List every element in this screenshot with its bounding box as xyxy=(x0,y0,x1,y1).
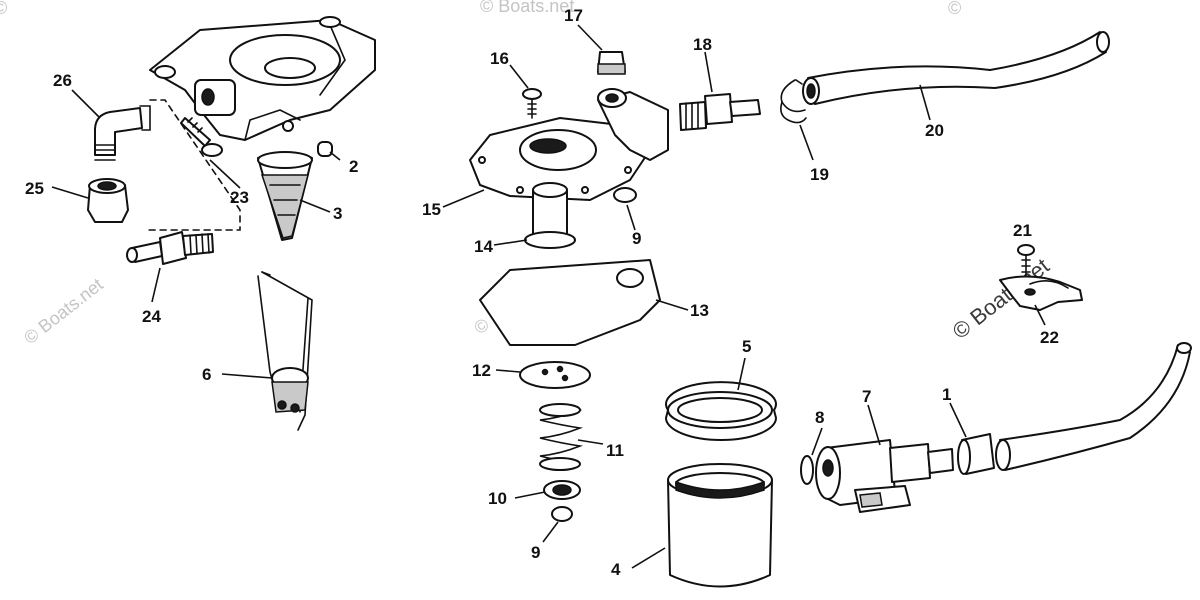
fuel-hose-lower xyxy=(995,342,1192,471)
screw xyxy=(180,117,223,157)
callout-15: 15 xyxy=(422,200,441,219)
pump-cover xyxy=(469,88,669,201)
spring-seat xyxy=(543,480,581,500)
callout-12: 12 xyxy=(472,361,491,380)
check-valve xyxy=(524,182,576,249)
callout-21: 21 xyxy=(1013,221,1032,240)
watermark-corner-right: © xyxy=(948,0,961,18)
callout-14: 14 xyxy=(474,237,493,256)
callout-22: 22 xyxy=(1040,328,1059,347)
callout-16: 16 xyxy=(490,49,509,68)
callout-2: 2 xyxy=(349,157,358,176)
hose-barb-fitting-outlet xyxy=(679,93,761,131)
fuel-hose-upper xyxy=(802,31,1110,105)
callout-26: 26 xyxy=(53,71,72,90)
watermark-corner-left: © xyxy=(0,0,7,18)
nut xyxy=(87,178,129,223)
callout-9-lower: 9 xyxy=(531,543,540,562)
callout-20: 20 xyxy=(925,121,944,140)
disc-lower xyxy=(551,506,573,522)
callout-17: 17 xyxy=(564,6,583,25)
callout-23: 23 xyxy=(230,188,249,207)
callout-19: 19 xyxy=(810,165,829,184)
callout-13: 13 xyxy=(690,301,709,320)
callout-24: 24 xyxy=(142,307,161,326)
callout-3: 3 xyxy=(333,204,342,223)
filter-bowl xyxy=(667,463,773,588)
filter-cone xyxy=(257,151,313,241)
hose-ferrule xyxy=(957,433,995,475)
watermark-left: © Boats.net xyxy=(20,274,107,348)
dashed-bracket xyxy=(144,99,241,231)
o-ring xyxy=(665,381,777,441)
elbow-fitting xyxy=(94,105,151,161)
callout-18: 18 xyxy=(693,35,712,54)
callout-5: 5 xyxy=(742,337,751,356)
callout-9-upper: 9 xyxy=(632,229,641,248)
callout-8: 8 xyxy=(815,408,824,427)
callout-25: 25 xyxy=(25,179,44,198)
callout-6: 6 xyxy=(202,365,211,384)
small-o-ring xyxy=(800,455,814,485)
cover-screw xyxy=(522,88,542,119)
callout-1: 1 xyxy=(942,385,951,404)
callout-10: 10 xyxy=(488,489,507,508)
callout-7: 7 xyxy=(862,387,871,406)
diaphragm-plate xyxy=(519,361,591,389)
spring xyxy=(539,403,584,471)
pipe-plug xyxy=(597,51,626,75)
watermark-corner-mid: © Boats.net xyxy=(480,0,574,16)
pump-body-upper xyxy=(149,16,376,141)
callout-4: 4 xyxy=(611,560,621,579)
disc-upper xyxy=(613,187,637,203)
hose-barb-fitting xyxy=(126,231,214,265)
leader-lines xyxy=(51,24,1046,569)
clamp-screw xyxy=(1017,244,1035,279)
gasket xyxy=(479,259,661,346)
callout-11: 11 xyxy=(606,441,624,460)
hose-clamp xyxy=(780,79,807,124)
bail-clip xyxy=(257,271,313,431)
fuel-connector xyxy=(815,439,954,513)
small-plug xyxy=(317,141,333,157)
callout-labels: 26 25 23 2 3 24 6 16 17 18 15 14 9 13 12… xyxy=(25,6,1059,579)
